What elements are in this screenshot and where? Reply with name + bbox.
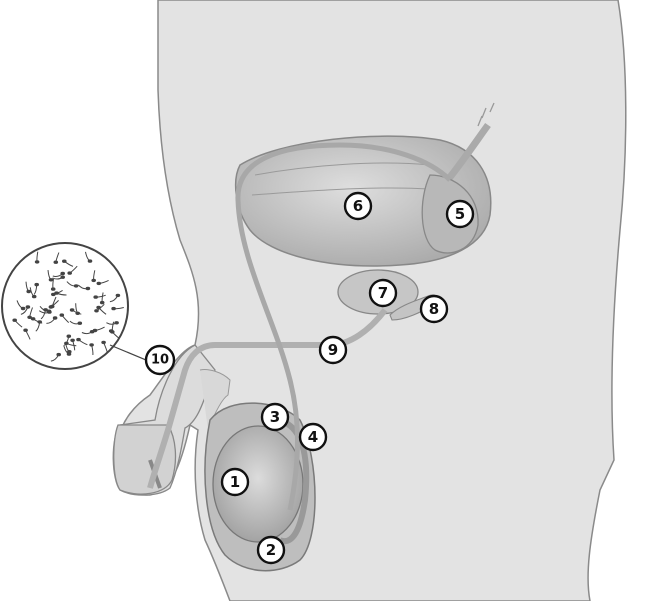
label-1: 1 (222, 469, 248, 495)
svg-text:4: 4 (308, 428, 318, 446)
svg-text:7: 7 (378, 284, 388, 302)
label-8: 8 (421, 296, 447, 322)
label-5: 5 (447, 201, 473, 227)
svg-text:1: 1 (230, 473, 240, 491)
svg-text:5: 5 (455, 205, 465, 223)
svg-text:8: 8 (429, 300, 439, 318)
label-4: 4 (300, 424, 326, 450)
svg-text:3: 3 (270, 408, 280, 426)
label-9: 9 (320, 337, 346, 363)
svg-text:10: 10 (151, 353, 169, 368)
label-2: 2 (258, 537, 284, 563)
svg-text:9: 9 (328, 341, 338, 359)
label-6: 6 (345, 193, 371, 219)
svg-text:6: 6 (353, 197, 363, 215)
svg-text:2: 2 (266, 541, 276, 559)
label-10: 10 (146, 346, 174, 374)
label-3: 3 (262, 404, 288, 430)
label-7: 7 (370, 280, 396, 306)
